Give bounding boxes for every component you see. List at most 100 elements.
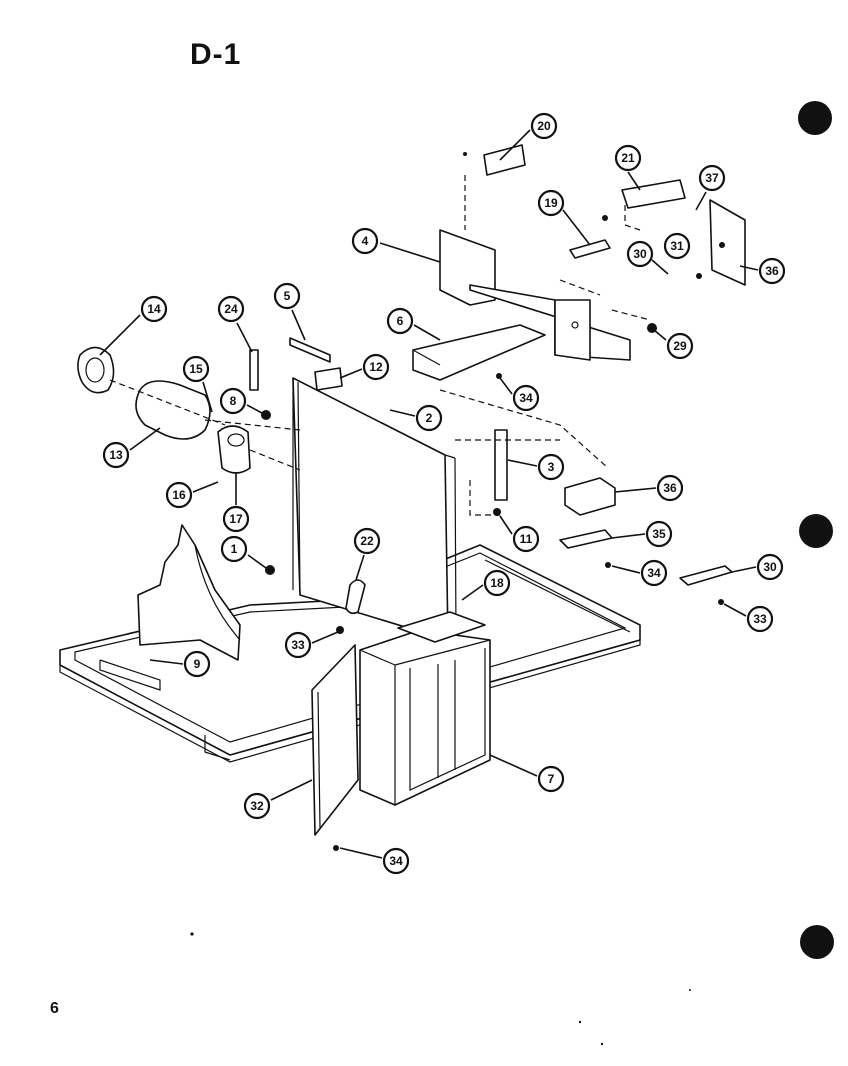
- callout-number: 34: [519, 391, 533, 405]
- page-number: 6: [50, 1000, 59, 1017]
- binder-hole-middle: [799, 514, 833, 548]
- callout-4: 4: [351, 227, 379, 255]
- callout-circle: [183, 650, 211, 678]
- terminal-bracket: [564, 477, 616, 516]
- callout-number: 11: [520, 532, 533, 546]
- callout-circle: [640, 559, 668, 587]
- callout-20: 20: [530, 112, 558, 140]
- callout-number: 34: [389, 854, 403, 868]
- callout-number: 33: [291, 638, 305, 652]
- callout-1: 1: [220, 535, 248, 563]
- callout-circle: [102, 441, 130, 469]
- support-rail: [412, 324, 546, 381]
- callout-31: 31: [663, 232, 691, 260]
- callout-13: 13: [102, 441, 130, 469]
- callout-circle: [626, 240, 654, 268]
- callout-34: 34: [512, 384, 540, 412]
- callout-34: 34: [382, 847, 410, 875]
- callout-circle: [415, 404, 443, 432]
- callout-11: 11: [512, 525, 540, 553]
- callout-circle: [663, 232, 691, 260]
- callout-number: 33: [753, 612, 767, 626]
- callout-12: 12: [362, 353, 390, 381]
- compressor-box: [359, 611, 491, 806]
- drain-clip: [345, 579, 366, 615]
- binder-hole-bottom: [800, 925, 834, 959]
- callout-30: 30: [756, 553, 784, 581]
- callout-number: 12: [369, 360, 383, 374]
- callout-16: 16: [165, 481, 193, 509]
- diagram-title: D-1: [190, 38, 242, 71]
- callout-8: 8: [219, 387, 247, 415]
- callout-number: 37: [705, 171, 719, 185]
- callout-number: 17: [229, 512, 243, 526]
- callout-circle: [645, 520, 673, 548]
- callout-circle: [698, 164, 726, 192]
- callout-number: 18: [490, 576, 504, 590]
- callout-circle: [351, 227, 379, 255]
- callout-21: 21: [614, 144, 642, 172]
- callout-number: 15: [189, 362, 203, 376]
- callout-6: 6: [386, 307, 414, 335]
- callout-9: 9: [183, 650, 211, 678]
- callout-number: 8: [230, 394, 237, 408]
- relay-plate: [621, 179, 686, 209]
- callout-circle: [483, 569, 511, 597]
- callout-circle: [614, 144, 642, 172]
- callout-35: 35: [645, 520, 673, 548]
- motor-mount-ring: [77, 346, 115, 394]
- callout-number: 22: [360, 534, 374, 548]
- callout-number: 35: [652, 527, 666, 541]
- callout-number: 20: [537, 119, 551, 133]
- callout-circle: [273, 282, 301, 310]
- callout-circle: [512, 525, 540, 553]
- vertical-brackets: [249, 337, 508, 501]
- capacitor-bracket: [217, 425, 251, 474]
- callout-circle: [284, 631, 312, 659]
- callout-circle: [382, 847, 410, 875]
- access-door: [311, 644, 359, 836]
- callout-14: 14: [140, 295, 168, 323]
- callout-number: 13: [109, 448, 123, 462]
- callout-number: 31: [670, 239, 684, 253]
- callout-circle: [362, 353, 390, 381]
- callout-36: 36: [758, 257, 786, 285]
- callout-circle: [222, 505, 250, 533]
- callout-15: 15: [182, 355, 210, 383]
- callout-5: 5: [273, 282, 301, 310]
- callout-circle: [656, 474, 684, 502]
- callout-number: 3: [548, 460, 555, 474]
- leader-lines: [99, 129, 759, 859]
- callout-number: 5: [284, 289, 291, 303]
- callout-circle: [537, 765, 565, 793]
- fan-motor: [135, 380, 211, 440]
- callout-33: 33: [746, 605, 774, 633]
- terminal-strip: [559, 529, 613, 549]
- mounting-plate: [679, 565, 733, 586]
- callout-32: 32: [243, 792, 271, 820]
- callout-circle: [512, 384, 540, 412]
- callout-circle: [537, 453, 565, 481]
- callout-number: 7: [548, 772, 555, 786]
- callout-22: 22: [353, 527, 381, 555]
- callout-number: 14: [147, 302, 161, 316]
- callout-number: 2: [426, 411, 433, 425]
- callout-circle: [243, 792, 271, 820]
- callout-circle: [220, 535, 248, 563]
- callout-29: 29: [666, 332, 694, 360]
- callout-circle: [530, 112, 558, 140]
- scan-marks: [190, 932, 691, 1046]
- callout-circle: [217, 295, 245, 323]
- switch-bar: [569, 239, 611, 259]
- callout-circle: [386, 307, 414, 335]
- callout-7: 7: [537, 765, 565, 793]
- callout-34: 34: [640, 559, 668, 587]
- callout-number: 30: [633, 247, 647, 261]
- callout-number: 36: [765, 264, 779, 278]
- callout-circle: [219, 387, 247, 415]
- callout-2: 2: [415, 404, 443, 432]
- binder-hole-top: [798, 101, 832, 135]
